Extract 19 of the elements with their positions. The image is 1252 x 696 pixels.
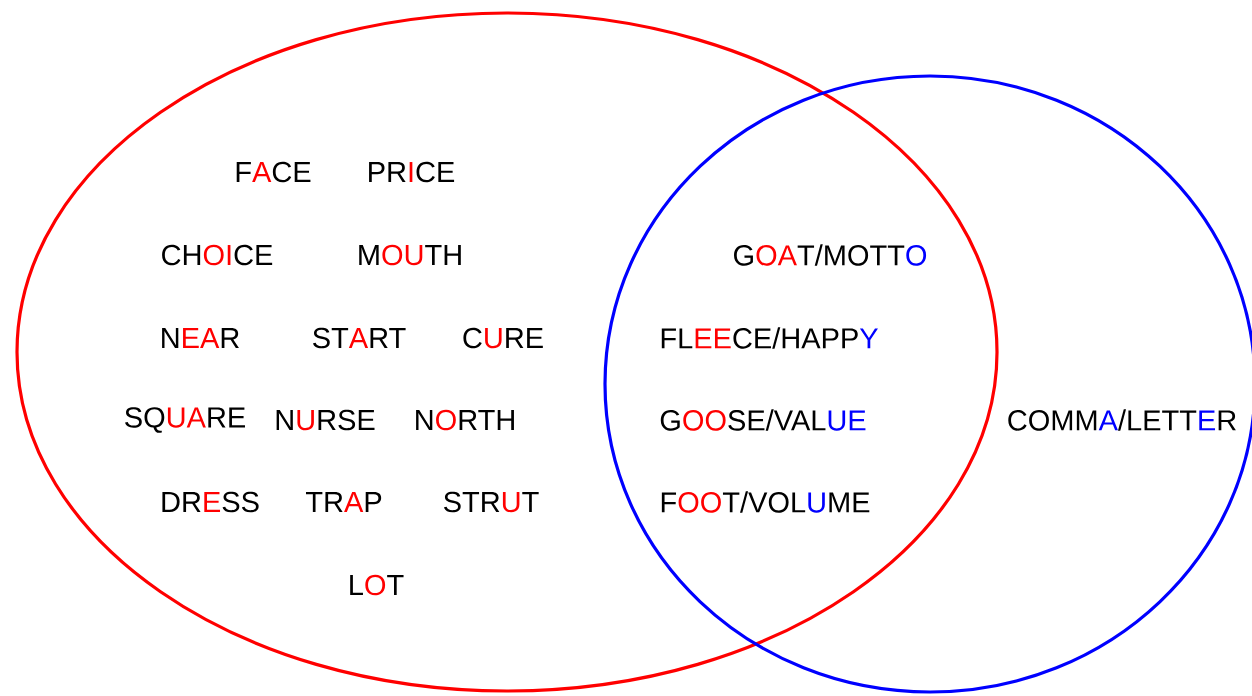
vowel-word: LOT [350,574,404,596]
vowel-word: START [313,327,406,349]
vowel-word: GOOSE/VALUE [660,409,866,431]
vowel-word: PRICE [369,161,455,183]
vowel-word: FLEECE/HAPPY [661,327,878,349]
vowel-word: DRESS [162,491,259,513]
vowel-word: FACE [236,161,311,183]
vowel-word: NURSE [276,409,375,431]
vowel-word: FOOT/VOLUME [661,491,870,513]
vowel-word: NORTH [416,409,514,431]
vowel-word: CHOICE [162,244,273,266]
vowel-word: TRAP [306,492,382,512]
vowel-word: NEAR [162,328,239,348]
vowel-word: CURE [463,327,543,349]
vowel-word: COMMA/LETTER [1008,409,1236,431]
vowel-word: MOUTH [359,244,461,266]
vowel-word: SQUARE [125,407,245,433]
vowel-word: GOAT/MOTTO [734,244,927,266]
vowel-word: STRUT [444,491,539,513]
